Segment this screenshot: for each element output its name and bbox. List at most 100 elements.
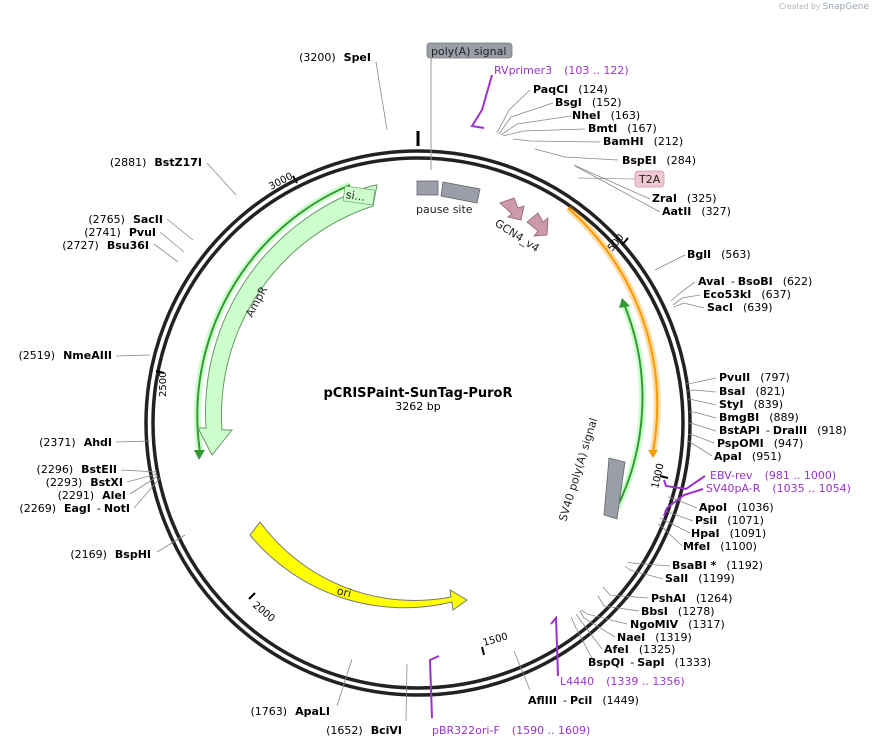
plasmid-name: pCRISPaint-SunTag-PuroR (323, 386, 512, 401)
snapgene-logo: SnapGene (822, 2, 869, 12)
enzyme-pspomi[interactable]: PspOMI(947) (717, 437, 803, 450)
leader-pspomi (687, 433, 715, 444)
primer-l4440[interactable]: L4440(1339 .. 1356) (560, 675, 685, 688)
leader-apali (336, 658, 353, 707)
enzyme-ahdi[interactable]: (2371)AhdI (39, 436, 112, 449)
leader-bspei (534, 148, 619, 161)
tick-2500 (155, 370, 165, 374)
enzyme-bmgbi[interactable]: BmgBI(889) (719, 411, 799, 424)
leader-bsai (686, 389, 717, 393)
primer-ebvrev[interactable]: EBV-rev(981 .. 1000) (710, 469, 836, 482)
leader-bgli (654, 254, 686, 271)
enzyme-mfei[interactable]: MfeI(1100) (683, 540, 757, 553)
enzyme-pvui[interactable]: (2741)PvuI (84, 226, 156, 239)
leader-naei (579, 610, 616, 638)
leader-nhei (500, 115, 572, 136)
leader-lines (115, 61, 717, 722)
leader-ahdi (115, 440, 151, 443)
enzyme-avai-bsobi[interactable]: AvaI-BsoBI(622) (698, 275, 812, 288)
enzyme-bsteii[interactable]: (2296)BstEII (37, 463, 117, 476)
enzyme-eco53ki[interactable]: Eco53kI(637) (703, 288, 791, 301)
leader-bsgi (498, 102, 554, 135)
leader-zrai (573, 164, 651, 200)
tick-3000 (292, 175, 298, 184)
leader-eagi (133, 477, 161, 509)
leader-sali (624, 565, 664, 580)
t2a-leader (577, 177, 636, 180)
enzyme-paqci[interactable]: PaqCI(124) (533, 83, 608, 96)
enzyme-bamhi[interactable]: BamHI(212) (603, 135, 683, 148)
enzyme-apali[interactable]: (1763)ApaLI (251, 705, 331, 718)
leader-hpai (659, 517, 691, 534)
enzyme-labels-right: PaqCI(124) BsgI(152) NheI(163) BmtI(167)… (528, 83, 847, 707)
enzyme-pshai[interactable]: PshAI(1264) (651, 592, 732, 605)
enzyme-bspqi-sapi[interactable]: BspQI-SapI(1333) (588, 656, 711, 669)
enzyme-bcivi[interactable]: (1652)BciVI (326, 724, 402, 737)
enzyme-bspei[interactable]: BspEI(284) (622, 154, 696, 167)
leader-bmti (502, 128, 586, 137)
enzyme-psii[interactable]: PsiI(1071) (695, 514, 764, 527)
enzyme-afei[interactable]: AfeI(1325) (604, 643, 675, 656)
leader-apai (687, 440, 713, 457)
leader-alei (129, 475, 159, 495)
enzyme-styi[interactable]: StyI(839) (719, 398, 783, 411)
enzyme-zrai[interactable]: ZraI(325) (652, 192, 717, 205)
leader-paqci (496, 89, 531, 134)
enzyme-labels-left: (3200)SpeI (2881)BstZ17I (2765)SacII (27… (19, 51, 403, 737)
enzyme-apai[interactable]: ApaI(951) (714, 450, 782, 463)
leader-mfei (657, 523, 683, 547)
tick-label-2000: 2000 (250, 600, 277, 625)
leader-bstz17i (206, 162, 237, 196)
enzyme-ngomiv[interactable]: NgoMIV(1317) (630, 618, 725, 631)
enzyme-nhei[interactable]: NheI(163) (572, 109, 640, 122)
ampr-arrow (197, 184, 378, 456)
leader-eco53ki (672, 294, 701, 306)
leader-pvui (159, 231, 185, 253)
sv40pa-label: SV40 poly(A) signal (556, 416, 600, 523)
primer-pbr322orif[interactable]: pBR322ori-F(1590 .. 1609) (432, 724, 590, 737)
enzyme-bsphi[interactable]: (2169)BspHI (70, 548, 151, 561)
gcn4-arrow2 (526, 212, 549, 237)
primer-markers (428, 74, 706, 719)
enzyme-bstapi-draiii[interactable]: BstAPI-DraIII(918) (719, 424, 847, 437)
enzyme-naei[interactable]: NaeI(1319) (617, 631, 692, 644)
enzyme-bmti[interactable]: BmtI(167) (588, 122, 657, 135)
enzyme-sacii[interactable]: (2765)SacII (88, 213, 163, 226)
sv40par-marker (663, 488, 704, 517)
leader-bspqi (570, 616, 595, 663)
enzyme-nmeaiii[interactable]: (2519)NmeAIII (19, 349, 113, 362)
enzyme-alei[interactable]: (2291)AleI (58, 489, 126, 502)
pause-site-label: pause site (416, 203, 473, 216)
leader-pshai (602, 586, 649, 599)
enzyme-hpai[interactable]: HpaI(1091) (691, 527, 766, 540)
leader-bsteii (120, 469, 158, 473)
leader-avai (670, 281, 696, 302)
enzyme-bstxi[interactable]: (2293)BstXI (46, 476, 123, 489)
enzyme-saci[interactable]: SacI(639) (707, 301, 773, 314)
ampr-outer-line (196, 184, 351, 453)
leader-ngomiv (580, 609, 628, 625)
enzyme-bstz17i[interactable]: (2881)BstZ17I (110, 156, 202, 169)
enzyme-bbsi[interactable]: BbsI(1278) (641, 605, 714, 618)
leader-bsu36i (153, 243, 179, 263)
leader-bbsi (597, 595, 640, 612)
enzyme-afliii-pcii[interactable]: AflIII-PciI(1449) (528, 694, 639, 707)
signal-peptide-label: si... (345, 188, 366, 204)
pbr322-marker (428, 655, 440, 719)
enzyme-bsu36i[interactable]: (2727)Bsu36I (62, 239, 149, 252)
primer-rvprimer3[interactable]: RVprimer3(103 .. 122) (494, 64, 629, 77)
enzyme-spei[interactable]: (3200)SpeI (299, 51, 371, 64)
l4440-marker (550, 615, 559, 677)
enzyme-apoi[interactable]: ApoI(1036) (699, 501, 774, 514)
enzyme-eagi-noti[interactable]: (2269)EagI-NotI (19, 502, 130, 515)
enzyme-pvuii[interactable]: PvuII(797) (719, 371, 790, 384)
enzyme-sali[interactable]: SalI(1199) (665, 572, 735, 585)
enzyme-bgli[interactable]: BglI(563) (687, 248, 751, 261)
leader-psii (663, 510, 694, 522)
credit-prefix: Created by (778, 2, 821, 11)
primer-sv40par[interactable]: SV40pA-R(1035 .. 1054) (706, 482, 851, 495)
enzyme-bsabi[interactable]: BsaBI *(1192) (672, 559, 763, 572)
enzyme-bsai[interactable]: BsaI(821) (719, 385, 785, 398)
enzyme-bsgi[interactable]: BsgI(152) (555, 96, 622, 109)
enzyme-aatii[interactable]: AatII(327) (662, 205, 731, 218)
